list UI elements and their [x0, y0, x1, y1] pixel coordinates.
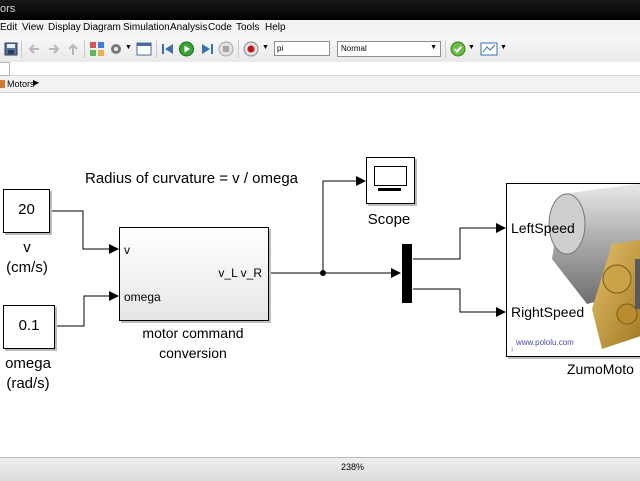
chevron-down-icon[interactable]: ▼: [468, 44, 475, 51]
breadcrumb: Motors ▶: [0, 76, 640, 93]
model-icon: [0, 80, 5, 88]
stop-time-input[interactable]: [274, 41, 330, 56]
signal-line-left[interactable]: [413, 223, 506, 260]
library-browser-icon[interactable]: [89, 41, 105, 57]
chevron-down-icon[interactable]: ▼: [500, 44, 507, 51]
constant-label-units: (rad/s): [6, 375, 50, 392]
data-inspector-icon[interactable]: [480, 41, 498, 57]
constant-block-v[interactable]: 20: [3, 189, 50, 233]
menu-display[interactable]: Display: [48, 22, 81, 33]
motor-image: [548, 184, 640, 349]
simulation-mode-select[interactable]: Normal ▼: [337, 41, 441, 57]
toolbar: ▼ ▼ Normal ▼ ▼ ▼: [0, 36, 640, 63]
toolbar-separator: [445, 40, 446, 58]
signal-line-right[interactable]: [413, 288, 506, 317]
step-back-icon[interactable]: [160, 41, 176, 57]
signal-lines: [49, 176, 506, 327]
title-bar: ors: [0, 0, 640, 20]
window-title: ors: [0, 3, 16, 15]
zumo-motors-block[interactable]: LeftSpeed RightSpeed www.pololu.com ↓: [506, 183, 640, 357]
mux-block[interactable]: [402, 244, 412, 303]
branch-point: [320, 270, 326, 276]
up-arrow-icon[interactable]: [66, 41, 80, 57]
gear-icon[interactable]: [108, 41, 124, 57]
constant-block-omega[interactable]: 0.1: [3, 305, 55, 349]
menu-edit[interactable]: Edit: [0, 22, 18, 33]
menu-bar: Edit View Display Diagram Simulation Ana…: [0, 20, 640, 36]
output-port-label: v_L v_R: [218, 266, 262, 280]
input-port-label: RightSpeed: [511, 304, 585, 320]
menu-help[interactable]: Help: [265, 22, 286, 33]
scope-screen-icon: [374, 166, 407, 186]
scope-label: Scope: [367, 211, 411, 228]
status-bar: 238%: [0, 457, 640, 481]
back-arrow-icon[interactable]: [27, 41, 41, 57]
menu-tools[interactable]: Tools: [236, 22, 260, 33]
down-arrow-icon: ↓: [510, 344, 514, 353]
scope-base-icon: [378, 188, 401, 191]
chevron-down-icon: ▼: [430, 44, 437, 51]
subsystem-label: motor command: [142, 325, 244, 341]
pololu-url: www.pololu.com: [516, 338, 574, 347]
constant-label: omega: [5, 355, 51, 372]
model-explorer-icon[interactable]: [136, 41, 152, 57]
motor-command-subsystem[interactable]: v omega v_L v_R: [119, 227, 269, 321]
curvature-annotation[interactable]: Radius of curvature = v / omega: [85, 170, 299, 187]
record-icon[interactable]: [243, 41, 259, 57]
signal-line-omega[interactable]: [55, 291, 119, 327]
signal-line-v[interactable]: [49, 210, 119, 254]
save-icon[interactable]: [4, 41, 18, 57]
constant-value: 0.1: [18, 317, 40, 334]
constant-value: 20: [18, 201, 35, 218]
step-forward-icon[interactable]: [199, 41, 215, 57]
input-port-label: omega: [124, 290, 161, 304]
scope-block[interactable]: [366, 157, 415, 204]
stop-icon[interactable]: [218, 41, 234, 57]
signal-line-scope[interactable]: [322, 176, 366, 273]
model-canvas[interactable]: Radius of curvature = v / omega 20 v (cm…: [0, 93, 640, 457]
constant-label-units: (cm/s): [6, 259, 48, 276]
simulation-mode-value: Normal: [341, 44, 367, 53]
check-model-icon[interactable]: [450, 41, 466, 57]
forward-arrow-icon[interactable]: [47, 41, 61, 57]
run-icon[interactable]: [178, 41, 195, 57]
input-port-label: LeftSpeed: [511, 220, 575, 236]
toolbar-separator: [84, 40, 85, 58]
toolbar-separator: [156, 40, 157, 58]
menu-diagram[interactable]: Diagram: [83, 22, 121, 33]
chevron-right-icon[interactable]: ▶: [33, 78, 40, 87]
constant-label: v: [23, 239, 31, 256]
input-port-label: v: [124, 243, 130, 257]
toolbar-separator: [238, 40, 239, 58]
chevron-down-icon[interactable]: ▼: [125, 44, 132, 51]
menu-code[interactable]: Code: [208, 22, 232, 33]
menu-analysis[interactable]: Analysis: [170, 22, 208, 33]
zoom-level: 238%: [341, 462, 365, 472]
menu-view[interactable]: View: [22, 22, 44, 33]
model-tab[interactable]: [0, 62, 10, 76]
tab-strip: [0, 62, 640, 76]
breadcrumb-model[interactable]: Motors: [7, 79, 35, 89]
subsystem-label: conversion: [159, 345, 227, 361]
toolbar-separator: [21, 40, 22, 58]
chevron-down-icon[interactable]: ▼: [262, 44, 269, 51]
zumo-block-label: ZumoMoto: [567, 361, 634, 377]
menu-simulation[interactable]: Simulation: [123, 22, 170, 33]
